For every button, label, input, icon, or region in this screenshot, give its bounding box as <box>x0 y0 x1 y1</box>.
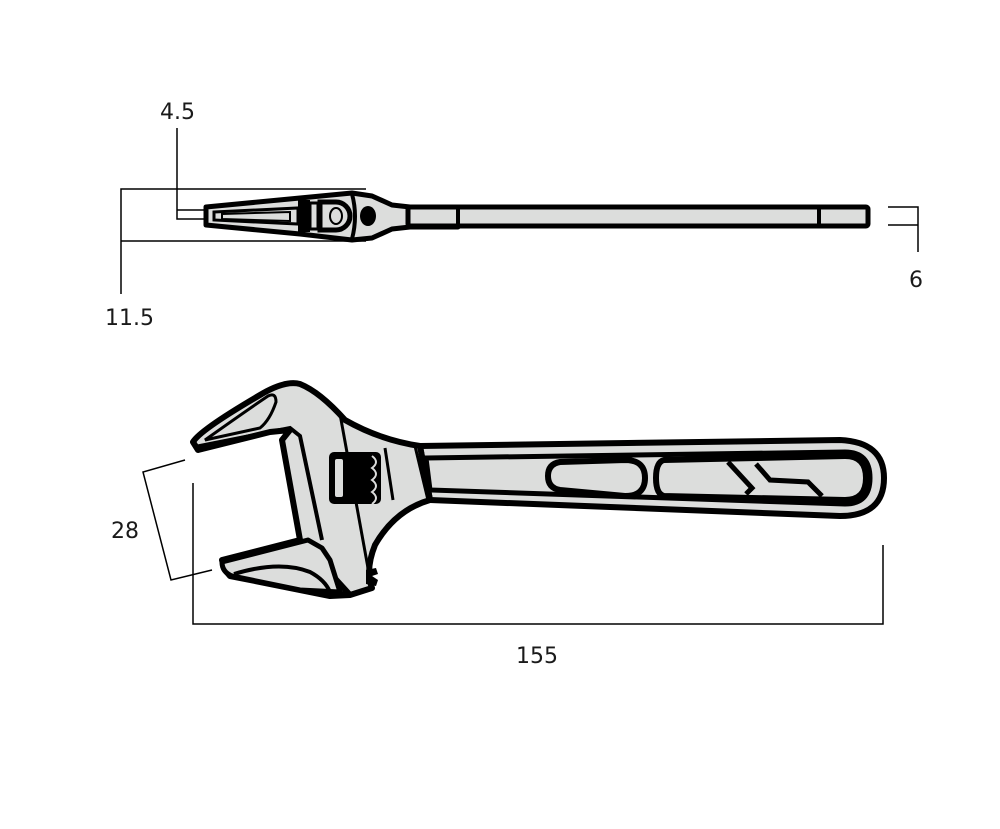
front-view-wrench <box>190 380 887 599</box>
dimension-handle-thickness: 6 <box>909 268 923 293</box>
front-view-dimension-lines <box>142 459 884 625</box>
dimension-overall-length: 155 <box>516 644 558 669</box>
dimension-jaw-tip-thickness: 4.5 <box>160 100 195 125</box>
dimension-head-thickness: 11.5 <box>105 306 154 331</box>
top-view-wrench <box>203 190 871 243</box>
top-view-dimension-lines <box>120 128 919 294</box>
dimension-jaw-opening: 28 <box>111 519 139 544</box>
